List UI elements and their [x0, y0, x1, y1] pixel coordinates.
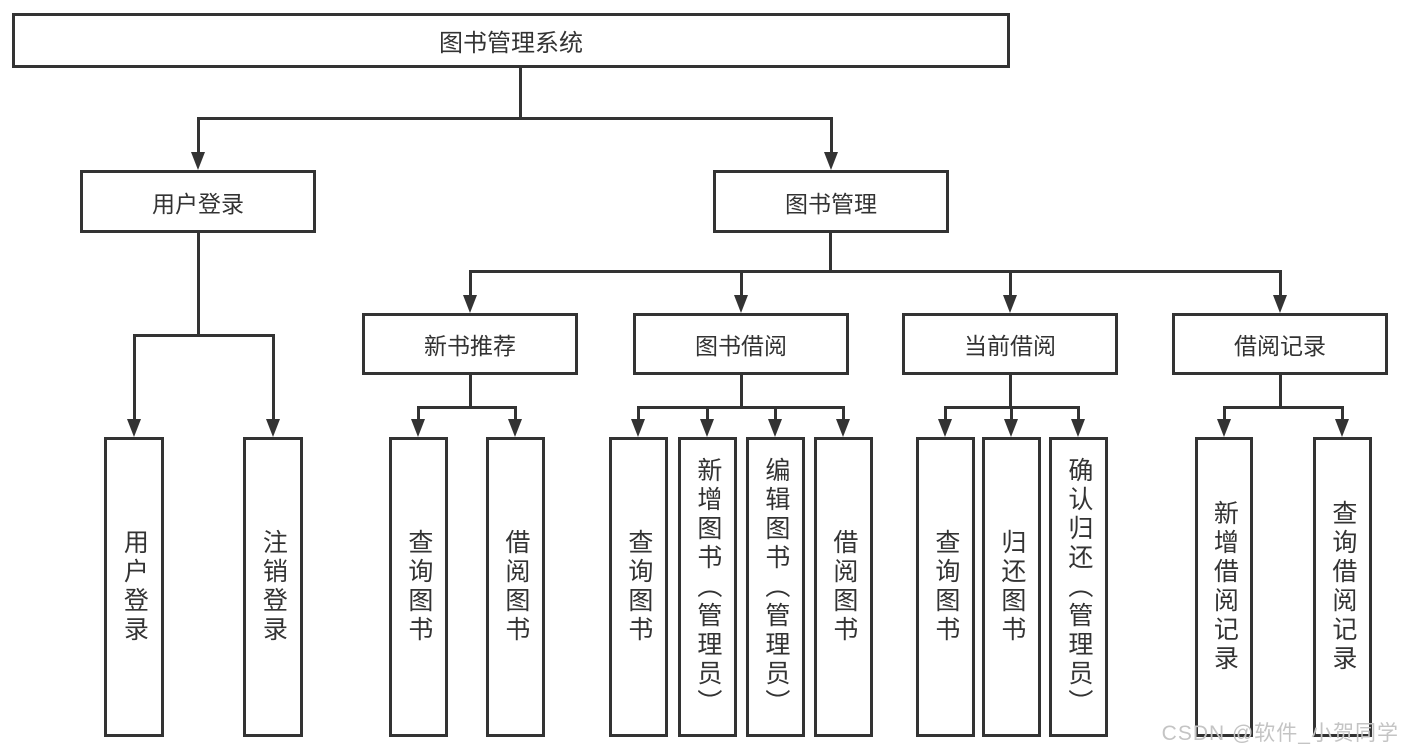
connector-stub-leaf-logout	[272, 334, 275, 421]
leaf-borrow-books-newbook: 借阅图书	[486, 437, 545, 737]
connector-stub-user-login	[197, 117, 200, 154]
connector-stub	[1341, 406, 1344, 422]
arrow-down-icon	[734, 295, 748, 313]
leaf-add-book-admin: 新增图书（管理员）	[678, 437, 737, 737]
connector-stub	[1223, 406, 1226, 422]
leaf-confirm-return-admin: 确认归还（管理员）	[1049, 437, 1108, 737]
leaf-query-books-newbook: 查询图书	[389, 437, 448, 737]
leaf-return-book: 归还图书	[982, 437, 1041, 737]
leaf-edit-book-admin: 编辑图书（管理员）	[746, 437, 805, 737]
leaf-user-login: 用户登录	[104, 437, 164, 737]
connector-stub	[637, 406, 640, 422]
arrow-down-icon	[768, 419, 782, 437]
connector-root-hline	[197, 117, 833, 120]
connector-userlogin-vline	[197, 233, 200, 337]
node-label: 图书借阅	[695, 333, 787, 359]
leaf-add-borrow-record: 新增借阅记录	[1195, 437, 1253, 737]
connector-userlogin-hline	[133, 334, 275, 337]
node-label: 图书管理系统	[439, 30, 583, 57]
arrow-down-icon	[1335, 419, 1349, 437]
leaf-label: 用户登录	[120, 529, 149, 645]
leaf-label: 确认归还（管理员）	[1064, 456, 1093, 718]
node-label: 用户登录	[152, 190, 244, 217]
node-book-borrowing: 图书借阅	[633, 313, 849, 375]
connector-bookmgmt-vline	[829, 233, 832, 273]
node-book-management: 图书管理	[713, 170, 949, 233]
arrow-down-icon	[836, 419, 850, 437]
arrow-down-icon	[700, 419, 714, 437]
leaf-label: 新增借阅记录	[1210, 500, 1239, 674]
arrow-down-icon	[411, 419, 425, 437]
leaf-label: 注销登录	[259, 529, 288, 645]
connector-stub	[1010, 406, 1013, 422]
node-label: 新书推荐	[424, 333, 516, 359]
arrow-down-icon	[1071, 419, 1085, 437]
node-label: 图书管理	[785, 190, 877, 217]
connector-stub-book-management	[830, 117, 833, 154]
leaf-query-borrow-record: 查询借阅记录	[1313, 437, 1372, 737]
leaf-query-books-borrowing: 查询图书	[609, 437, 668, 737]
leaf-label: 归还图书	[997, 529, 1026, 645]
arrow-down-icon	[631, 419, 645, 437]
connector-stub-new-book	[469, 270, 472, 298]
connector-stub	[514, 406, 517, 422]
leaf-logout: 注销登录	[243, 437, 303, 737]
node-label: 借阅记录	[1234, 333, 1326, 359]
connector-stub-borrow-records	[1279, 270, 1282, 298]
arrow-down-icon	[1217, 419, 1231, 437]
arrow-down-icon	[508, 419, 522, 437]
leaf-label: 查询图书	[624, 529, 653, 645]
node-borrowing-records: 借阅记录	[1172, 313, 1388, 375]
connector-stub	[774, 406, 777, 422]
connector-stub	[417, 406, 420, 422]
node-book-management-system: 图书管理系统	[12, 13, 1010, 68]
connector-stub-book-borrow	[740, 270, 743, 298]
connector-bookborrow-hline	[637, 406, 845, 409]
node-new-book-recommendation: 新书推荐	[362, 313, 578, 375]
arrow-down-icon	[127, 419, 141, 437]
arrow-down-icon	[266, 419, 280, 437]
leaf-label: 查询图书	[931, 529, 960, 645]
connector-stub	[944, 406, 947, 422]
leaf-label: 查询图书	[404, 529, 433, 645]
connector-bookmgmt-hline	[469, 270, 1282, 273]
leaf-label: 借阅图书	[829, 529, 858, 645]
connector-borrowrecords-vline	[1279, 375, 1282, 409]
arrow-down-icon	[1003, 295, 1017, 313]
arrow-down-icon	[191, 152, 205, 170]
leaf-label: 新增图书（管理员）	[693, 456, 722, 718]
arrow-down-icon	[938, 419, 952, 437]
leaf-borrow-books-borrowing: 借阅图书	[814, 437, 873, 737]
leaf-label: 借阅图书	[501, 529, 530, 645]
arrow-down-icon	[824, 152, 838, 170]
connector-stub-current-borrow	[1009, 270, 1012, 298]
node-user-login: 用户登录	[80, 170, 316, 233]
connector-borrowrecords-hline	[1223, 406, 1344, 409]
arrow-down-icon	[463, 295, 477, 313]
leaf-label: 编辑图书（管理员）	[761, 456, 790, 718]
connector-bookborrow-vline	[740, 375, 743, 409]
arrow-down-icon	[1004, 419, 1018, 437]
leaf-label: 查询借阅记录	[1328, 500, 1357, 674]
connector-stub-leaf-user-login	[133, 334, 136, 421]
arrow-down-icon	[1273, 295, 1287, 313]
connector-stub	[1077, 406, 1080, 422]
csdn-watermark: CSDN @软件_小贺同学	[1161, 722, 1399, 745]
connector-newbook-hline	[417, 406, 517, 409]
node-label: 当前借阅	[964, 333, 1056, 359]
node-current-borrowing: 当前借阅	[902, 313, 1118, 375]
connector-currentborrow-vline	[1009, 375, 1012, 409]
connector-root-vline	[519, 68, 522, 120]
leaf-query-books-current: 查询图书	[916, 437, 975, 737]
connector-stub	[706, 406, 709, 422]
connector-newbook-vline	[469, 375, 472, 409]
connector-stub	[842, 406, 845, 422]
